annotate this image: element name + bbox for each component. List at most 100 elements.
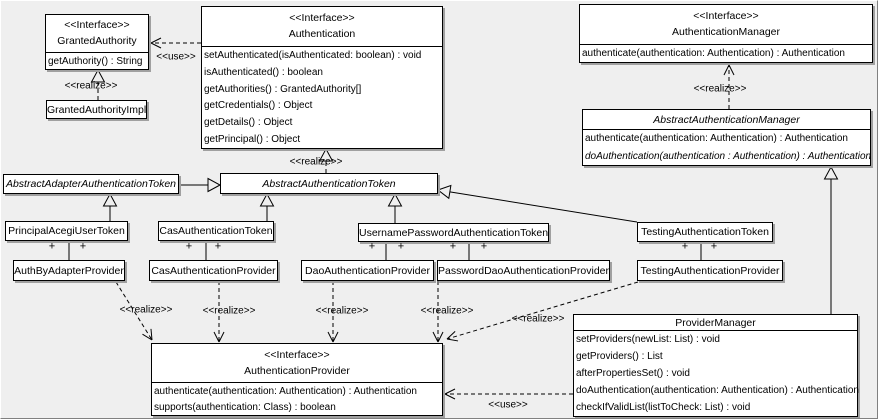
open-arrowhead — [723, 64, 730, 76]
edge-line — [449, 191, 638, 223]
open-arrowhead — [432, 331, 439, 343]
class-title-compartment: ProviderManager — [574, 315, 857, 330]
class-title-compartment: <<Interface>>AuthenticationProvider — [152, 344, 442, 382]
realize-label: <<realize>> — [420, 305, 474, 317]
edge-realize-authbyadapter-to-authprovider — [115, 281, 153, 341]
class-name: GrantedAuthorityImpl — [47, 103, 147, 116]
class-testing-authentication-token: TestingAuthenticationToken — [637, 222, 773, 242]
stereotype-label: <<Interface>> — [264, 348, 330, 361]
edge-line — [115, 281, 153, 341]
edge-realize-casprovider-to-authprovider — [213, 281, 225, 343]
hollow-triangle-arrowhead — [387, 192, 403, 207]
use-label: <<use>> — [488, 399, 528, 411]
edge-realize-passworddao-to-authprovider — [432, 281, 444, 343]
class-abstract-adapter-authentication-token: AbstractAdapterAuthenticationToken — [3, 174, 179, 194]
edge-use-authentication-to-grantedauthority — [150, 37, 201, 49]
class-abstract-authentication-manager: AbstractAuthenticationManager authenticat… — [582, 109, 871, 166]
plus-label: + — [185, 240, 193, 253]
class-title-compartment: <<Interface>>AuthenticationManager — [580, 5, 872, 44]
plus-label: + — [681, 240, 689, 253]
class-methods-compartment: authenticate(authentication: Authenticat… — [152, 382, 442, 415]
class-methods-compartment: setAuthenticated(isAuthenticated: boolea… — [202, 46, 442, 148]
edge-realize-grantedauthorityimpl-to-grantedauthority — [90, 68, 106, 100]
class-title-compartment: AuthByAdapterProvider — [14, 261, 124, 280]
hollow-triangle-arrowhead — [102, 192, 118, 207]
class-title-compartment: AbstractAuthenticationToken — [221, 174, 437, 193]
class-name: DaoAuthenticationProvider — [305, 264, 430, 277]
method-signature: afterPropertiesSet() : void — [576, 368, 690, 379]
class-name: AuthByAdapterProvider — [14, 264, 124, 277]
open-arrowhead — [728, 64, 735, 76]
open-arrowhead — [213, 331, 220, 343]
realize-label: <<realize>> — [64, 80, 118, 92]
class-name: UsernamePasswordAuthenticationToken — [359, 226, 549, 239]
stereotype-label: <<Interface>> — [289, 12, 355, 24]
plus-label: + — [397, 240, 405, 253]
edge-generalize-principalacegi-to-abstractadapter — [102, 192, 118, 221]
hollow-triangle-arrowhead — [207, 177, 222, 193]
class-password-dao-authentication-provider: PasswordDaoAuthenticationProvider — [437, 260, 610, 281]
edge-generalize-providermanager-to-abstractmanager — [823, 165, 839, 314]
open-arrowhead — [327, 331, 334, 343]
plus-label: + — [449, 240, 457, 253]
class-name: TestingAuthenticationProvider — [640, 264, 780, 277]
method-signature: isAuthenticated() : boolean — [204, 66, 323, 78]
edge-realize-daoprovider-to-authprovider — [327, 281, 339, 343]
method-signature: supports(authentication: Class) : boolea… — [154, 401, 336, 413]
class-name: PasswordDaoAuthenticationProvider — [438, 264, 610, 277]
method-signature: checkIfValidList(listToCheck: List) : vo… — [576, 402, 751, 413]
method-signature: doAuthentication(authentication : Authen… — [585, 150, 872, 162]
edge-realize-abstracttoken-to-authentication — [318, 147, 334, 173]
plus-label: + — [480, 240, 488, 253]
class-title-compartment: TestingAuthenticationProvider — [638, 261, 782, 280]
hollow-triangle-arrowhead — [436, 184, 452, 200]
class-title-compartment: PrincipalAcegiUserToken — [6, 222, 127, 240]
open-arrowhead — [218, 331, 225, 343]
class-title-compartment: DaoAuthenticationProvider — [302, 261, 433, 280]
edge-line — [446, 281, 639, 340]
open-arrowhead — [150, 37, 162, 44]
class-testing-authentication-provider: TestingAuthenticationProvider — [637, 260, 783, 281]
class-methods-compartment: getAuthority() : String — [46, 52, 148, 69]
class-name: AbstractAuthenticationManager — [653, 113, 800, 126]
class-title-compartment: CasAuthenticationToken — [159, 222, 273, 240]
class-title-compartment: GrantedAuthorityImpl — [47, 101, 146, 118]
class-name: CasAuthenticationProvider — [151, 264, 276, 277]
method-signature: getProviders() : List — [576, 351, 663, 362]
class-title-compartment: AbstractAdapterAuthenticationToken — [4, 175, 178, 193]
edge-realize-abstractmanager-to-authmanager — [723, 64, 735, 109]
class-title-compartment: TestingAuthenticationToken — [638, 223, 772, 241]
plus-label: + — [79, 240, 87, 253]
realize-label: <<realize>> — [693, 83, 747, 95]
class-name: AbstractAuthenticationToken — [262, 177, 396, 190]
hollow-triangle-arrowhead — [318, 147, 334, 162]
plus-label: + — [368, 240, 376, 253]
class-username-password-authentication-token: UsernamePasswordAuthenticationToken — [358, 223, 549, 242]
class-principal-acegi-user-token: PrincipalAcegiUserToken — [5, 221, 128, 241]
class-methods-compartment: authenticate(authentication: Authenticat… — [583, 129, 872, 165]
use-label: <<use>> — [156, 51, 196, 63]
class-title-compartment: AbstractAuthenticationManager — [583, 110, 870, 129]
class-methods-compartment: setProviders(newList: List) : void getPro… — [574, 330, 859, 416]
edge-realize-testingprovider-to-authprovider — [446, 281, 639, 342]
open-arrowhead — [437, 331, 444, 343]
class-authentication-provider: <<Interface>>AuthenticationProvider authe… — [151, 343, 443, 416]
hollow-triangle-arrowhead — [259, 192, 275, 207]
class-dao-authentication-provider: DaoAuthenticationProvider — [301, 260, 434, 281]
method-signature: authenticate(authentication: Authenticat… — [582, 48, 845, 59]
class-granted-authority: <<Interface>>GrantedAuthority getAuthorit… — [45, 14, 149, 70]
open-arrowhead — [444, 393, 456, 400]
method-signature: setProviders(newList: List) : void — [576, 334, 720, 345]
method-signature: doAuthentication(authentication: Authent… — [576, 385, 859, 396]
method-signature: getAuthority() : String — [48, 55, 143, 67]
class-title-compartment: <<Interface>>GrantedAuthority — [46, 15, 148, 52]
class-cas-authentication-provider: CasAuthenticationProvider — [149, 260, 278, 281]
class-title-compartment: <<Interface>>Authentication — [202, 7, 442, 46]
class-auth-by-adapter-provider: AuthByAdapterProvider — [13, 260, 125, 281]
class-cas-authentication-token: CasAuthenticationToken — [158, 221, 274, 241]
method-signature: authenticate(authentication: Authenticat… — [154, 385, 417, 397]
method-signature: getCredentials() : Object — [204, 100, 313, 112]
open-arrowhead — [142, 333, 153, 341]
edge-generalize-testingtoken-to-abstracttoken — [436, 184, 638, 223]
